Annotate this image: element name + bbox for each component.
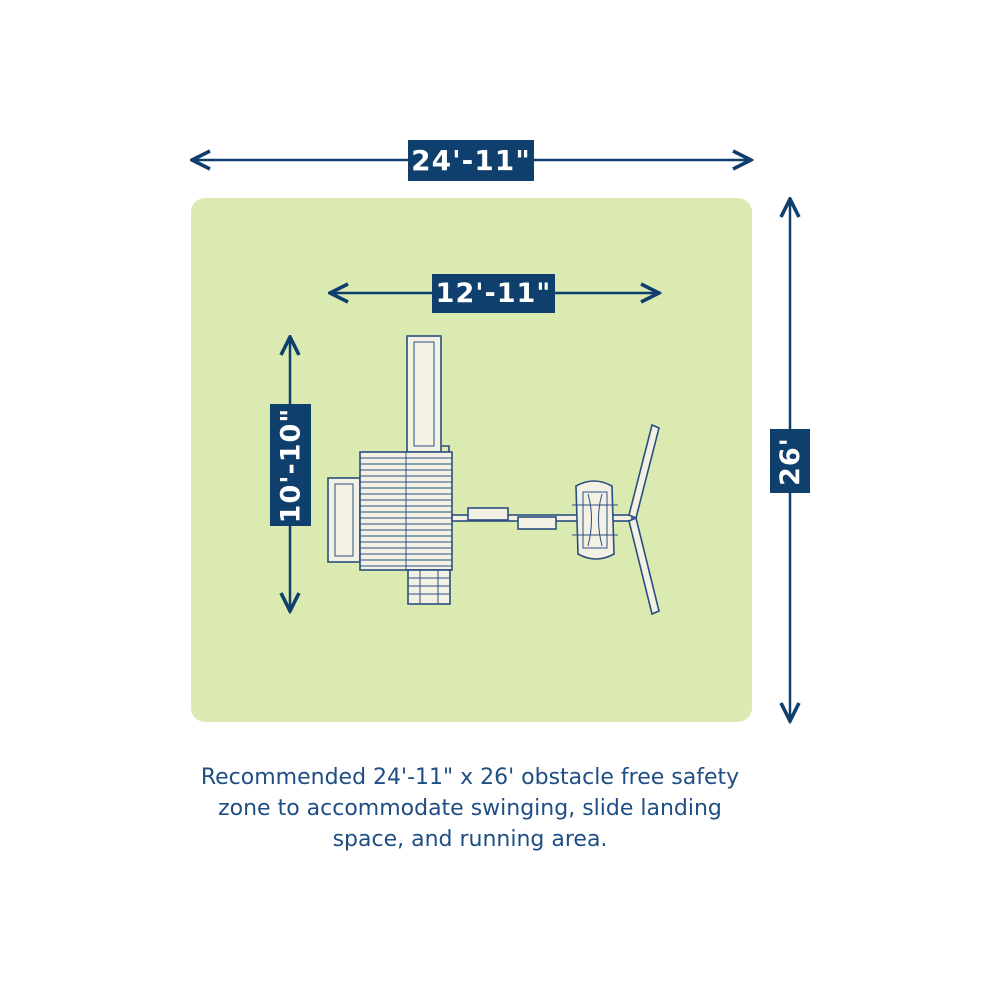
caption-line-1: Recommended 24'-11" x 26' obstacle free … (200, 765, 740, 790)
total-width-value: 24'-11" (411, 144, 531, 177)
caption-line-2: zone to accommodate swinging, slide land… (218, 796, 722, 821)
total-height-label: 26' (770, 429, 810, 493)
equipment-width-label: 12'-11" (432, 274, 555, 313)
equipment-height-label: 10'-10" (270, 404, 311, 526)
safety-zone-area (191, 198, 752, 722)
total-width-label: 24'-11" (408, 140, 534, 181)
total-height-value: 26' (774, 436, 806, 486)
safety-zone-caption: Recommended 24'-11" x 26' obstacle free … (150, 762, 790, 855)
playset-top-view-icon (327, 335, 660, 616)
caption-line-3: space, and running area. (332, 827, 608, 852)
equipment-height-value: 10'-10" (275, 407, 306, 523)
equipment-width-value: 12'-11" (435, 278, 552, 309)
